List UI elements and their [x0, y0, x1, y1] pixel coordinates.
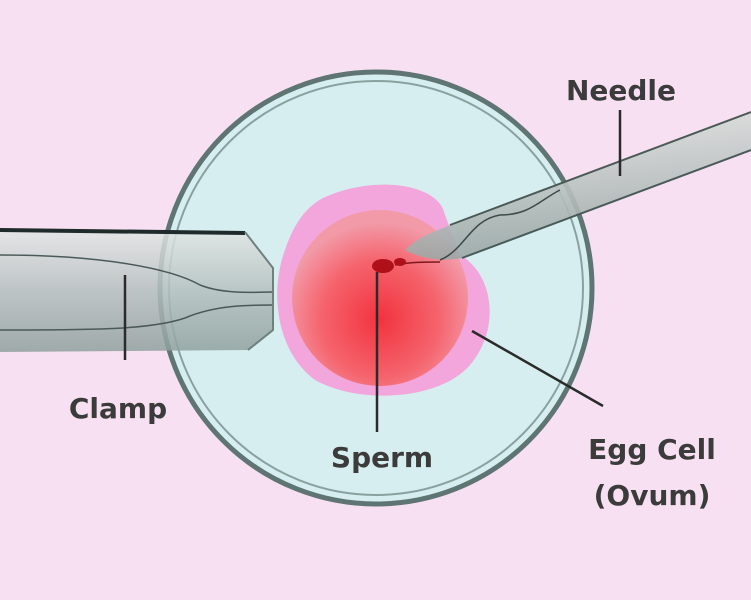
sperm-label: Sperm	[330, 441, 434, 474]
egg-cell-label: Egg Cell	[588, 433, 716, 466]
needle-label: Needle	[565, 74, 677, 107]
clamp-label: Clamp	[68, 392, 168, 425]
ovum-label: (Ovum)	[593, 479, 711, 512]
egg-pointer-line	[471, 329, 604, 408]
sperm	[372, 258, 441, 273]
clamp-pipette	[0, 228, 274, 352]
injection-needle	[405, 111, 751, 261]
